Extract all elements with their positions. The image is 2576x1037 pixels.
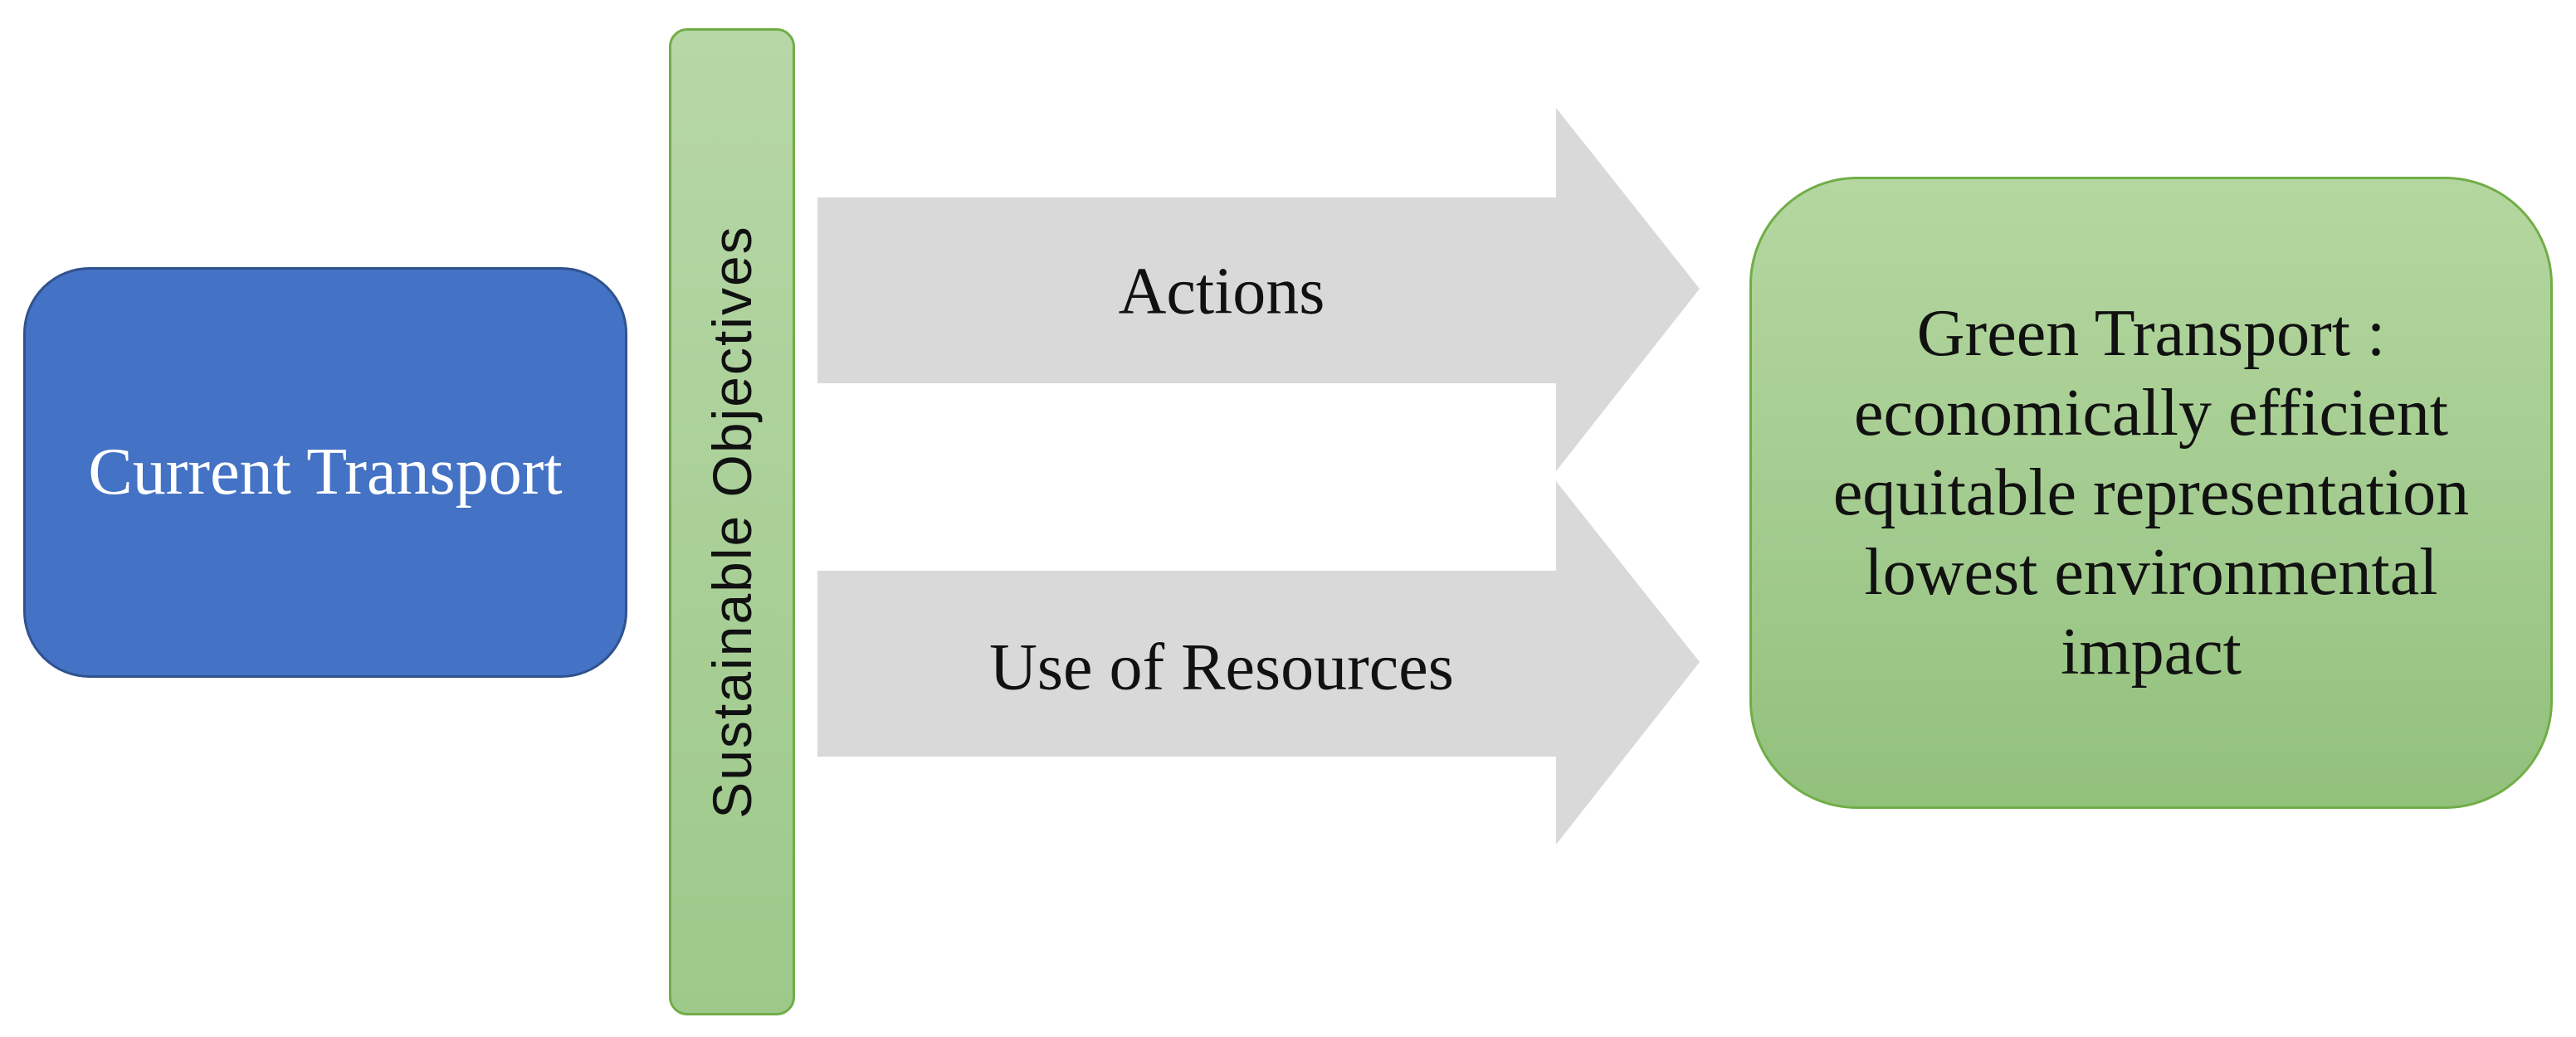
green-transport-line: Green Transport : (1916, 297, 2386, 370)
use-of-resources-arrow (817, 481, 1700, 845)
green-transport-line: economically efficient (1854, 377, 2448, 450)
current-transport-box: Current Transport (23, 267, 627, 678)
green-transport-line: impact (2061, 616, 2242, 689)
actions-label: Actions (1118, 255, 1325, 329)
use-of-resources-label: Use of Resources (989, 630, 1454, 704)
green-transport-line: equitable representation (1832, 456, 2470, 529)
green-transport-text: Green Transport : economically efficient… (1833, 294, 2469, 692)
actions-arrow (817, 108, 1700, 471)
green-transport-line: lowest environmental (1864, 536, 2438, 609)
sustainable-objectives-bar: Sustainable Objectives (669, 28, 795, 1015)
current-transport-label: Current Transport (88, 436, 563, 509)
green-transport-box: Green Transport : economically efficient… (1749, 177, 2553, 809)
